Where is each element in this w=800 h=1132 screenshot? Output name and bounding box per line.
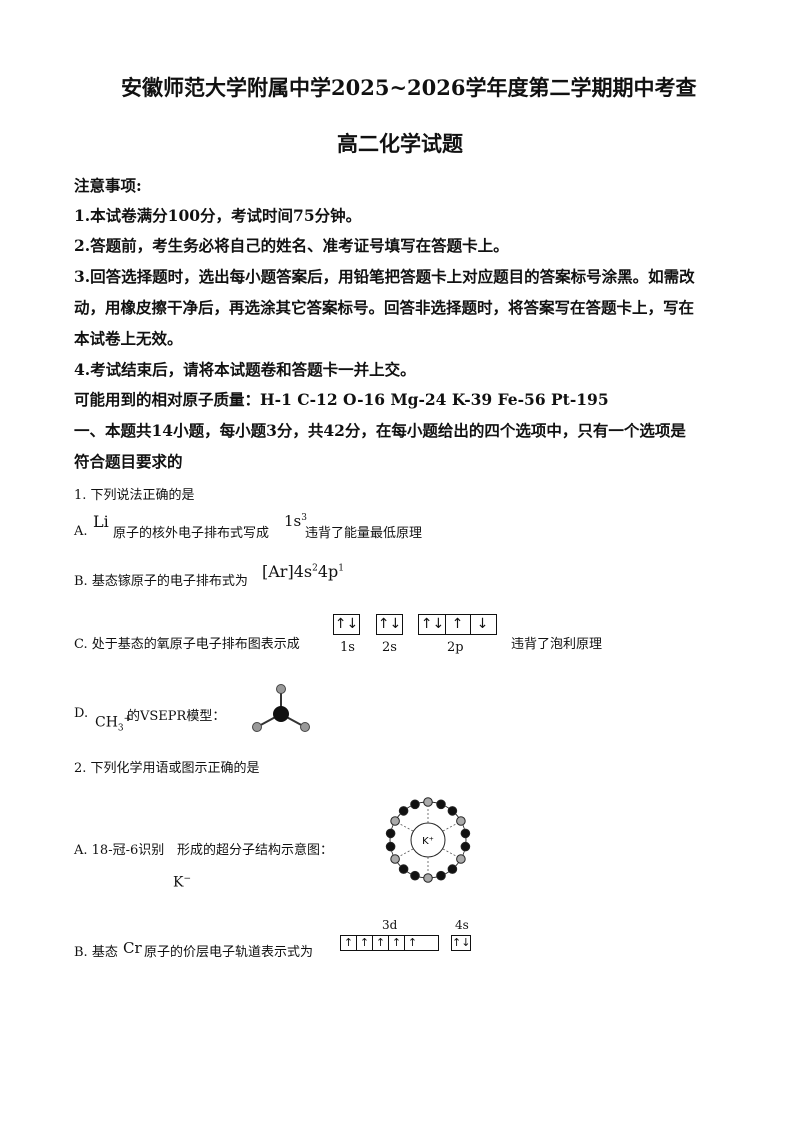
- ring-atom: [436, 870, 446, 881]
- orbital-2s-label: 2s: [382, 640, 397, 655]
- section-heading-line-2: 符合题目要求的: [74, 452, 183, 471]
- orbital-4s-label: 4s: [455, 918, 469, 932]
- orbital-3d-slot: ↑: [373, 936, 389, 950]
- q1-stem: 1. 下列说法正确的是: [74, 488, 195, 503]
- q2-b-cr: Cr: [123, 939, 142, 957]
- ring-atom: [423, 873, 433, 883]
- orbital-3d-slot: ↑: [389, 936, 405, 950]
- q1-a-config: 1s3: [284, 512, 307, 530]
- q2-option-a-text: A. 18-冠-6识别: [74, 843, 165, 858]
- ring-atom: [398, 806, 409, 816]
- q1-option-b-text: B. 基态镓原子的电子排布式为: [74, 574, 248, 589]
- notes-heading: 注意事项:: [74, 176, 142, 195]
- q1-d-text: 的VSEPR模型：: [127, 709, 226, 724]
- q1-a-text: 原子的核外电子排布式写成: [113, 526, 270, 541]
- exam-title: 安徽师范大学附属中学2025~2026学年度第二学期期中考查: [121, 75, 697, 100]
- q1-option-a-label: A.: [74, 524, 88, 539]
- q2-b-post: 原子的价层电子轨道表示式为: [144, 945, 314, 960]
- q2-a-k-ion: K−: [173, 874, 192, 891]
- ring-atom: [410, 870, 420, 881]
- orbital-3d-slot: ↑: [341, 936, 357, 950]
- ring-atom: [385, 828, 396, 839]
- crown-ether-diagram: K⁺: [385, 797, 471, 883]
- orbital-2p-slot: ↑: [446, 615, 471, 634]
- q2-a-post: 形成的超分子结构示意图：: [177, 843, 334, 858]
- ring-atom: [456, 816, 466, 826]
- ring-atom: [436, 799, 446, 810]
- ring-atom: [385, 841, 396, 852]
- ring-atom: [460, 828, 471, 839]
- atomic-masses: 可能用到的相对原子质量：H-1 C-12 O-16 Mg-24 K-39 Fe-…: [74, 390, 609, 409]
- orbital-1s-box: ↑↓: [333, 614, 360, 635]
- q1-option-d-label: D.: [74, 706, 89, 721]
- exam-subtitle: 高二化学试题: [337, 131, 463, 156]
- q1-a-post: 违背了能量最低原理: [305, 526, 423, 541]
- q1-a-li-symbol: Li: [93, 512, 109, 531]
- ring-atom: [423, 797, 433, 807]
- orbital-2p-slot: ↓: [476, 616, 489, 632]
- orbital-3d-label: 3d: [382, 918, 398, 932]
- q1-d-ion: CH3+: [95, 714, 132, 734]
- ring-atom: [447, 864, 458, 874]
- orbital-2p-slot: ↑↓: [420, 615, 446, 634]
- ring-atom: [390, 816, 400, 826]
- note-2: 2.答题前，考生务必将自己的姓名、准考证号填写在答题卡上。: [74, 236, 509, 255]
- q1-c-post: 违背了泡利原理: [511, 637, 603, 652]
- orbital-3d-slot: ↑: [407, 936, 418, 949]
- ring-atom: [410, 799, 420, 810]
- q2-stem: 2. 下列化学用语或图示正确的是: [74, 761, 260, 776]
- note-1: 1.本试卷满分100分，考试时间75分钟。: [74, 206, 362, 225]
- q2-option-b-pre: B. 基态: [74, 945, 118, 960]
- orbital-3d-slot: ↑: [357, 936, 373, 950]
- note-3-line-3: 本试卷上无效。: [74, 329, 183, 348]
- orbital-2p-box: ↑↓↑↓: [418, 614, 497, 635]
- orbital-4s-slot: ↑↓: [452, 936, 471, 949]
- ring-atom: [460, 841, 471, 852]
- q1-option-c-text: C. 处于基态的氧原子电子排布图表示成: [74, 637, 300, 652]
- k-ion-label: K⁺: [422, 836, 434, 847]
- orbital-2p-label: 2p: [447, 640, 464, 655]
- orbital-1s-label: 1s: [340, 640, 355, 655]
- ring-atom: [447, 806, 458, 816]
- ring-atom: [456, 854, 466, 864]
- orbital-2s-box: ↑↓: [376, 614, 403, 635]
- note-3-line-1: 3.回答选择题时，选出每小题答案后，用铅笔把答题卡上对应题目的答案标号涂黑。如需…: [74, 267, 695, 286]
- ring-atom: [398, 864, 409, 874]
- section-heading-line-1: 一、本题共14小题，每小题3分，共42分，在每小题给出的四个选项中，只有一个选项…: [74, 421, 686, 440]
- trigonal-planar-model: [252, 684, 310, 732]
- note-3-line-2: 动，用橡皮擦干净后，再选涂其它答案标号。回答非选择题时，将答案写在答题卡上，写在: [74, 298, 695, 317]
- q1-b-config: [Ar]4s24p1: [262, 562, 344, 581]
- note-4: 4.考试结束后，请将本试题卷和答题卡一并上交。: [74, 360, 416, 379]
- ring-atom: [390, 854, 400, 864]
- orbital-3d-box: ↑↑↑↑↑: [340, 935, 439, 951]
- orbital-4s-box: ↑↓: [451, 935, 471, 951]
